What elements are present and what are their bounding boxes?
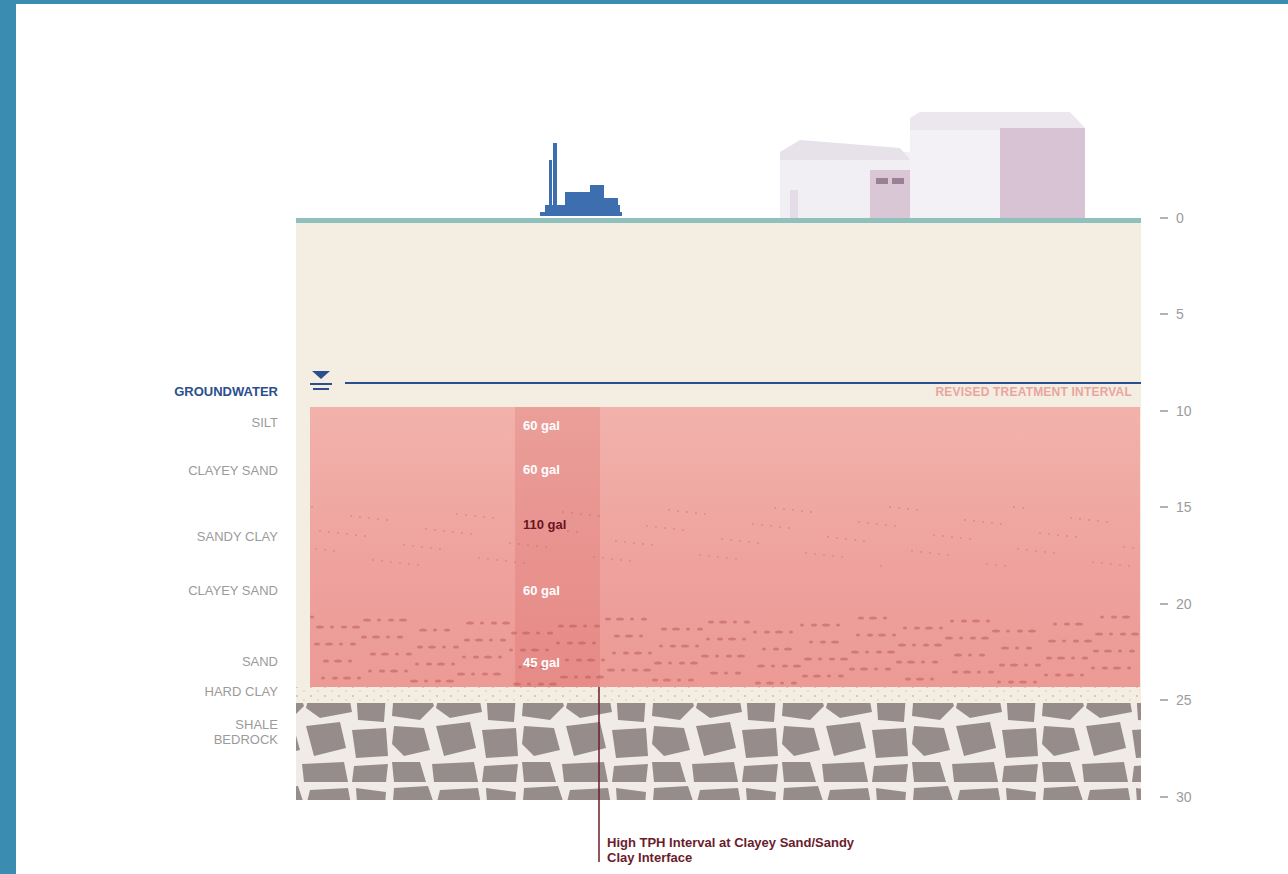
groundwater-label: GROUNDWATER bbox=[174, 385, 278, 400]
layer-name: CLAYEY SAND bbox=[188, 464, 278, 479]
sand-texture bbox=[310, 407, 1140, 687]
injection-volume-cell: 110 gal bbox=[515, 510, 600, 542]
depth-tick: 20 bbox=[1176, 596, 1192, 612]
zone-heading: REVISED TREATMENT INTERVAL bbox=[935, 385, 1132, 399]
volume-label: 45 gal bbox=[523, 655, 560, 670]
callout-note: High TPH Interval at Clayey Sand/Sandy C… bbox=[607, 836, 857, 866]
layer-name: CLAYEY SAND bbox=[188, 584, 278, 599]
treatment-zone: REVISED TREATMENT INTERVAL60 gal60 gal11… bbox=[310, 407, 1140, 687]
injection-volume-cell: 60 gal bbox=[515, 576, 600, 608]
depth-tick: 30 bbox=[1176, 789, 1192, 805]
layer-name: SANDY CLAY bbox=[197, 530, 278, 545]
layer-name: HARD CLAY bbox=[205, 685, 278, 700]
depth-tick: 10 bbox=[1176, 403, 1192, 419]
layer-name: SHALE BEDROCK bbox=[198, 718, 278, 748]
volume-label: 110 gal bbox=[523, 517, 566, 532]
injection-column bbox=[515, 407, 600, 687]
layer-name: SAND bbox=[242, 655, 278, 670]
volume-label: 60 gal bbox=[523, 462, 560, 477]
injection-volume-cell: 60 gal bbox=[515, 455, 600, 487]
depth-tick: 0 bbox=[1176, 210, 1184, 226]
layer-name: SILT bbox=[252, 416, 279, 431]
volume-label: 60 gal bbox=[523, 583, 560, 598]
depth-tick: 5 bbox=[1176, 306, 1184, 322]
depth-tick: 15 bbox=[1176, 499, 1192, 515]
injection-volume-cell: 45 gal bbox=[515, 648, 600, 680]
injection-volume-cell: 60 gal bbox=[515, 411, 600, 443]
depth-tick: 25 bbox=[1176, 692, 1192, 708]
volume-label: 60 gal bbox=[523, 418, 560, 433]
